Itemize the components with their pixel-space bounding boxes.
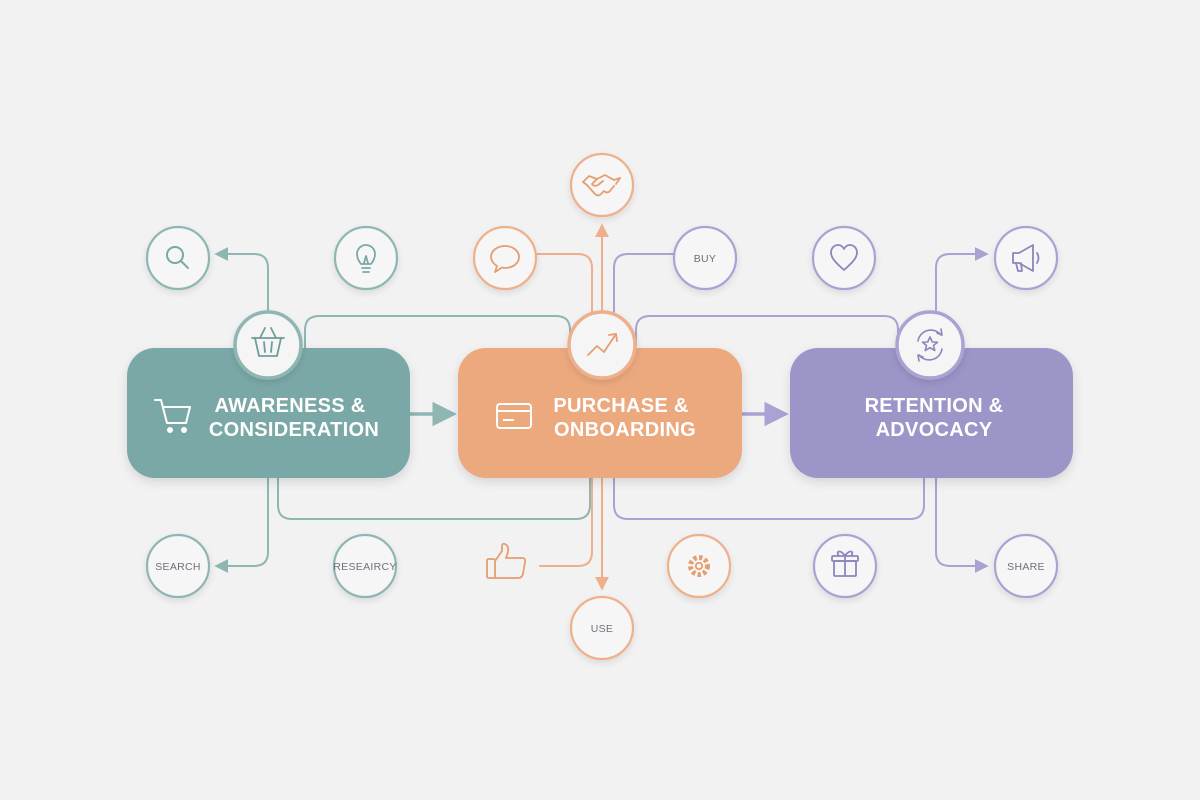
connector-line (214, 247, 269, 311)
shopping-cart-icon (154, 399, 191, 433)
stage-title-line1: PURCHASE & (553, 395, 688, 417)
touchpoint-label: USE (591, 623, 614, 635)
touchpoint-reward[interactable] (812, 533, 878, 599)
touchpoint-partnership[interactable] (569, 152, 635, 218)
touchpoint-loyalty[interactable] (811, 225, 877, 291)
connector-line (935, 247, 989, 311)
thumbs-up-icon[interactable] (486, 542, 527, 579)
gift-icon (831, 550, 859, 577)
stage-badge (895, 310, 965, 380)
touchpoint-label: SHARE (1007, 561, 1045, 573)
lightbulb-icon (356, 244, 376, 273)
touchpoint-research[interactable]: RESEAIRCY (332, 533, 398, 599)
connector-line (635, 315, 899, 347)
connector-line (214, 477, 269, 573)
stage-title-line2: ONBOARDING (554, 419, 696, 441)
handshake-icon (582, 174, 621, 197)
touchpoint-promote[interactable] (993, 225, 1059, 291)
stage-retention[interactable]: RETENTION & ADVOCACY (790, 348, 1073, 478)
stage-title-line2: CONSIDERATION (209, 419, 379, 441)
refresh-star-icon (917, 328, 943, 362)
heart-icon (830, 244, 858, 271)
touchpoint-chat[interactable] (472, 225, 538, 291)
speech-bubble-icon (490, 245, 520, 273)
connector-line (613, 253, 677, 315)
touchpoint-settings[interactable] (666, 533, 732, 599)
connector-line (935, 477, 989, 573)
touchpoint-share[interactable]: SHARE (993, 533, 1059, 599)
stage-title-line1: AWARENESS & (214, 395, 365, 417)
connector-line (535, 253, 593, 315)
touchpoint-label: RESEAIRCY (333, 561, 396, 573)
megaphone-icon (1012, 244, 1040, 272)
touchpoint-use[interactable]: USE (569, 595, 635, 661)
stage-awareness[interactable]: AWARENESS & CONSIDERATION (127, 348, 410, 478)
touchpoint-search-icon[interactable] (145, 225, 211, 291)
magnifier-icon (166, 246, 189, 269)
connector-line (277, 477, 591, 520)
basket-icon (251, 327, 285, 357)
connector-line (539, 477, 593, 567)
stage-badge (233, 310, 303, 380)
connector-line (613, 477, 925, 520)
touchpoint-label: BUY (694, 253, 717, 265)
gear-icon (688, 555, 710, 577)
stage-title-line2: ADVOCACY (876, 419, 993, 441)
touchpoint-buy[interactable]: BUY (672, 225, 738, 291)
touchpoint-search[interactable]: SEARCH (145, 533, 211, 599)
stage-badge (567, 310, 637, 380)
touchpoint-label: SEARCH (155, 561, 201, 573)
touchpoint-idea[interactable] (333, 225, 399, 291)
stage-purchase[interactable]: PURCHASE & ONBOARDING (458, 348, 742, 478)
credit-card-icon (496, 403, 532, 429)
connector-line (304, 315, 571, 349)
trend-arrow-icon (587, 333, 618, 356)
stage-title-line1: RETENTION & (865, 395, 1004, 417)
